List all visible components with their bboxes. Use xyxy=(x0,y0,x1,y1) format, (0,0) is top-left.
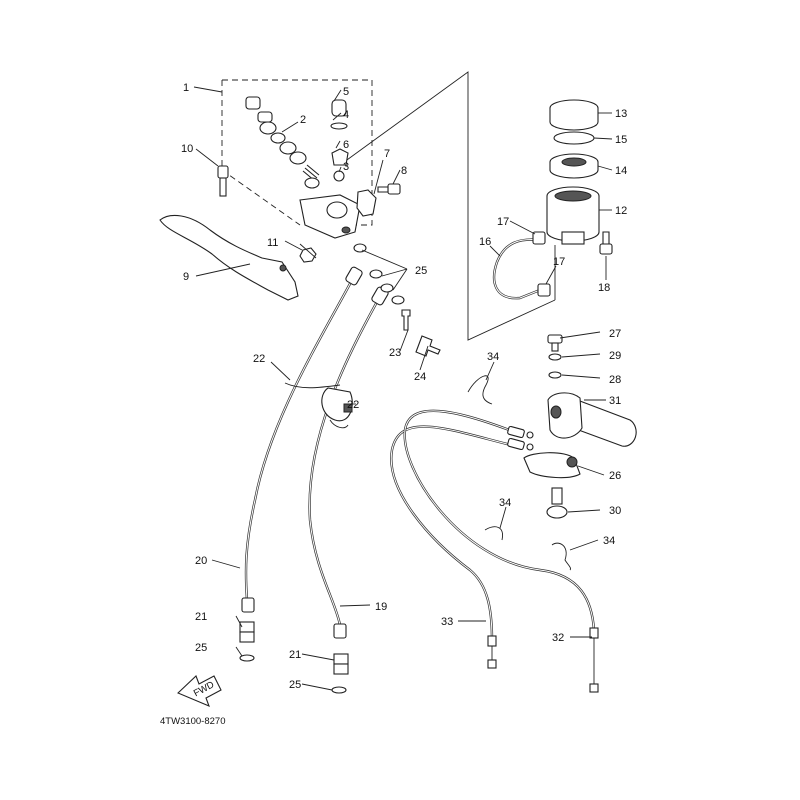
label-part-16: 16 xyxy=(479,236,491,248)
brake-hoses xyxy=(239,243,441,694)
label-part-10: 10 xyxy=(181,143,193,155)
label-part-9: 9 xyxy=(183,271,189,283)
label-part-32: 32 xyxy=(552,632,564,644)
label-part-25-bottom: 25 xyxy=(289,679,301,691)
label-part-22-left: 22 xyxy=(253,353,265,365)
forward-arrow: FWD xyxy=(177,675,222,707)
label-part-17-top: 17 xyxy=(497,216,509,228)
label-part-11: 11 xyxy=(267,237,278,249)
label-part-4: 4 xyxy=(343,109,349,121)
label-part-28: 28 xyxy=(609,374,621,386)
drawing-code: 4TW3100-8270 xyxy=(160,716,225,727)
label-part-13: 13 xyxy=(615,108,627,120)
reservoir-assembly xyxy=(492,99,613,300)
throttle-assembly xyxy=(523,334,637,519)
label-part-17-bottom: 17 xyxy=(553,256,565,268)
label-part-8: 8 xyxy=(401,165,407,177)
part-labels: 1 2 5 4 6 3 7 8 10 11 9 13 15 14 12 17 1… xyxy=(181,82,627,691)
label-part-12: 12 xyxy=(615,205,627,217)
label-part-20: 20 xyxy=(195,555,207,567)
label-part-26: 26 xyxy=(609,470,621,482)
brake-lever xyxy=(159,214,299,301)
label-part-1: 1 xyxy=(183,82,189,94)
clamp-bolt xyxy=(377,183,401,195)
label-part-34-right: 34 xyxy=(603,535,615,547)
leader-lines xyxy=(193,86,613,691)
lever-nut xyxy=(299,247,317,263)
label-part-21-right: 21 xyxy=(289,649,301,661)
label-part-29: 29 xyxy=(609,350,621,362)
label-part-2: 2 xyxy=(300,114,306,126)
label-part-5: 5 xyxy=(343,86,349,98)
label-part-25-top: 25 xyxy=(415,265,427,277)
label-part-15: 15 xyxy=(615,134,627,146)
label-part-21-left: 21 xyxy=(195,611,207,623)
master-cylinder-body xyxy=(299,189,377,239)
label-part-18: 18 xyxy=(598,282,610,294)
label-part-25-left: 25 xyxy=(195,642,207,654)
label-part-33: 33 xyxy=(441,616,453,628)
label-part-3: 3 xyxy=(343,161,349,173)
master-cylinder-assembly xyxy=(159,71,556,341)
throttle-cables xyxy=(390,375,599,693)
label-part-27: 27 xyxy=(609,328,621,340)
pivot-bolt xyxy=(217,165,229,197)
label-part-34-middle: 34 xyxy=(499,497,511,509)
label-part-24: 24 xyxy=(414,371,426,383)
label-part-19: 19 xyxy=(375,601,387,613)
label-part-30: 30 xyxy=(609,505,621,517)
label-part-31: 31 xyxy=(609,395,621,407)
piston-kit xyxy=(245,96,320,189)
label-part-34-top: 34 xyxy=(487,351,499,363)
label-part-7: 7 xyxy=(384,148,390,160)
label-part-22-right: 22 xyxy=(347,399,359,411)
label-part-14: 14 xyxy=(615,165,627,177)
label-part-23: 23 xyxy=(389,347,401,359)
label-part-6: 6 xyxy=(343,139,349,151)
